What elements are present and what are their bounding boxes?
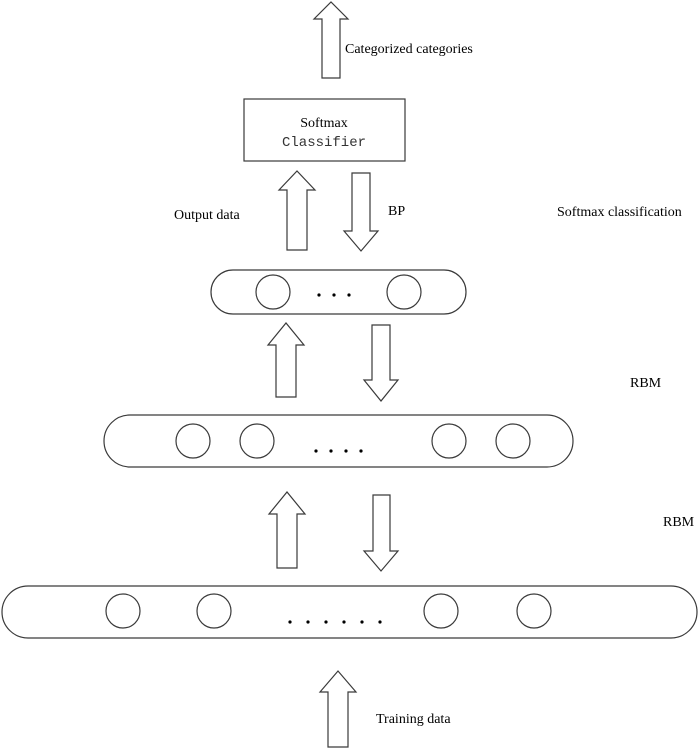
layer-node [423,593,459,629]
ellipsis-dot [359,449,363,453]
ellipsis-dot [288,620,292,624]
ellipsis-dot [360,620,364,624]
ellipsis-dot [317,293,321,297]
training-data-label: Training data [376,712,451,727]
ellipsis-dot [332,293,336,297]
layer-node [175,423,211,459]
ellipsis-dot [344,449,348,453]
layer-node [386,274,422,310]
layer-node [495,423,531,459]
layer-node [431,423,467,459]
rbm-lower-label: RBM [663,515,695,530]
top-hidden-layer [210,269,467,315]
bp-label: BP [388,204,405,219]
rbm-upper-up-arrow [266,322,306,398]
output-up-arrow [312,1,350,79]
layer-node [239,423,275,459]
output-data-up-arrow [277,170,317,251]
softmax-classifier-box [243,98,406,162]
classifier-title-line2: Classifier [282,135,366,151]
layer-node [105,593,141,629]
bp-down-arrow [342,172,380,252]
ellipsis-dot [329,449,333,453]
layer-node [255,274,291,310]
ellipsis-dot [314,449,318,453]
softmax-classification-label: Softmax classification [557,205,682,220]
categorized-categories-label: Categorized categories [345,42,473,57]
rbm-lower-down-arrow [362,494,400,572]
layer-node [196,593,232,629]
ellipsis-dot [324,620,328,624]
rbm-upper-down-arrow [362,324,400,402]
ellipsis-dot [378,620,382,624]
layer-node [516,593,552,629]
ellipsis-dot [347,293,351,297]
ellipsis-dot [306,620,310,624]
rbm-lower-up-arrow [267,491,307,569]
ellipsis-dot [342,620,346,624]
rbm-upper-label: RBM [630,376,662,391]
training-data-up-arrow [318,670,358,748]
output-data-label: Output data [174,208,240,223]
classifier-title-line1: Softmax [300,116,347,131]
